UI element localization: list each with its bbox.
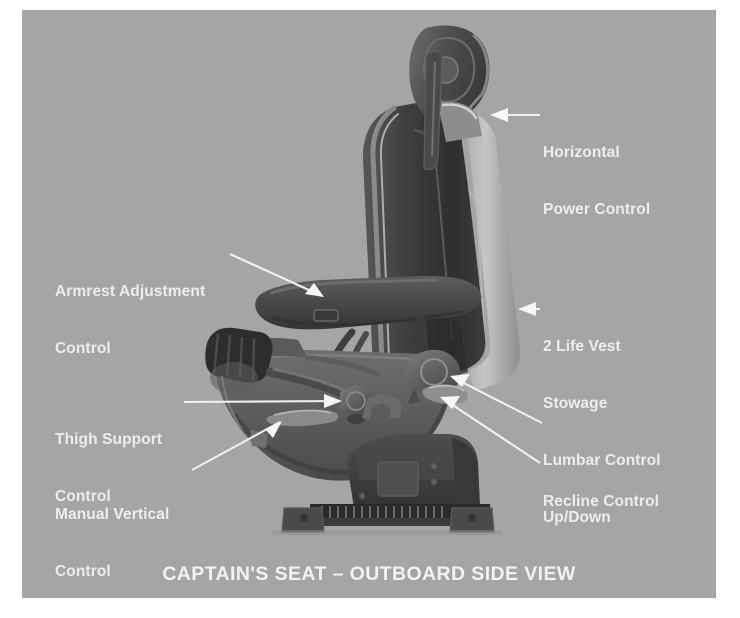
callout-line-2: Stowage <box>543 395 608 412</box>
callout-line-2: Control <box>55 488 111 505</box>
seat-track-rail-base <box>300 518 490 526</box>
life-vest-stowage-panel <box>450 106 520 391</box>
callout-line-2: Up/Down <box>543 509 611 526</box>
callout-line-1: Armrest Adjustment <box>55 283 206 300</box>
callout-line-2: Control <box>55 340 111 357</box>
armrest-under-shadow <box>272 310 462 327</box>
headrest-outer-edge <box>466 34 489 112</box>
leader-recline-control <box>441 397 541 464</box>
pan-left-lip <box>220 375 243 431</box>
lumbar-knob[interactable] <box>405 349 461 404</box>
pedestal-group <box>272 434 502 535</box>
callout-line-1: Recline Control <box>543 493 660 510</box>
armrest-control-tab <box>313 309 339 322</box>
seat-track-rail-teeth <box>321 506 443 518</box>
arrowhead-thigh-support <box>324 394 342 408</box>
track-mount-feet <box>281 507 495 533</box>
callout-lumbar-control-up-down: Lumbar Control Up/Down <box>543 413 661 565</box>
manual-vertical-tab[interactable] <box>250 430 268 448</box>
upper-linkage-rod <box>305 355 381 377</box>
headrest-inner-contour <box>422 36 476 103</box>
figure-title: CAPTAIN'S SEAT – OUTBOARD SIDE VIEW <box>162 563 576 585</box>
leader-armrest-adjustment <box>229 253 323 297</box>
manual-vertical-lever[interactable] <box>266 409 339 427</box>
callout-line-1: Manual Vertical <box>55 506 170 523</box>
callout-manual-vertical-control: Manual Vertical Control <box>55 467 169 598</box>
arrowhead-horizontal-power-control <box>490 108 508 122</box>
diagram-panel: Horizontal Power Control 2 Life Vest Sto… <box>22 10 716 598</box>
callout-armrest-adjustment-control: Armrest Adjustment Control <box>55 244 205 396</box>
captains-seat-diagram <box>183 25 543 535</box>
thigh-support-cushion-group <box>205 327 308 394</box>
callout-life-vest-stowage: 2 Life Vest Stowage <box>543 299 621 451</box>
horizontal-power-control-lip <box>441 103 478 120</box>
callout-line-1: 2 Life Vest <box>543 338 621 355</box>
callout-line-1: Thigh Support <box>55 431 163 448</box>
callout-line-2: Power Control <box>543 201 651 218</box>
leader-thigh-support <box>183 399 341 404</box>
leader-lumbar-control <box>451 376 543 424</box>
seatback-front-rail-highlight <box>379 113 399 359</box>
pan-bracket-clip <box>362 394 402 420</box>
callout-leaders <box>183 113 543 471</box>
thigh-support-pivot <box>210 362 258 394</box>
callout-line-1: Horizontal <box>543 144 620 161</box>
callout-line-1: Lumbar Control <box>543 452 661 469</box>
arrowhead-armrest-adjustment <box>305 283 324 297</box>
seatback-front-rail <box>370 105 397 365</box>
callout-line-2: Control <box>55 563 111 580</box>
pedestal-access-panel <box>377 461 419 497</box>
leader-manual-vertical <box>191 421 281 471</box>
floor-shadow <box>272 530 502 535</box>
arrowhead-life-vest-stowage <box>518 302 536 316</box>
callout-thigh-support-control: Thigh Support Control <box>55 392 162 544</box>
callout-recline-control: Recline Control <box>543 454 659 549</box>
horizontal-power-control-housing <box>440 101 482 142</box>
headrest-post-highlight <box>431 61 436 157</box>
callout-arrowheads <box>265 108 536 438</box>
pedestal-rivets <box>359 463 437 499</box>
arrowhead-recline-control <box>440 396 460 409</box>
arrowhead-manual-vertical <box>265 421 282 438</box>
arrowhead-lumbar-control <box>450 374 470 387</box>
seatback-assembly <box>362 25 520 391</box>
pedestal-right-shroud <box>452 438 480 506</box>
thigh-support-knob[interactable] <box>340 384 372 424</box>
callout-horizontal-power-control: Horizontal Power Control <box>543 105 650 257</box>
